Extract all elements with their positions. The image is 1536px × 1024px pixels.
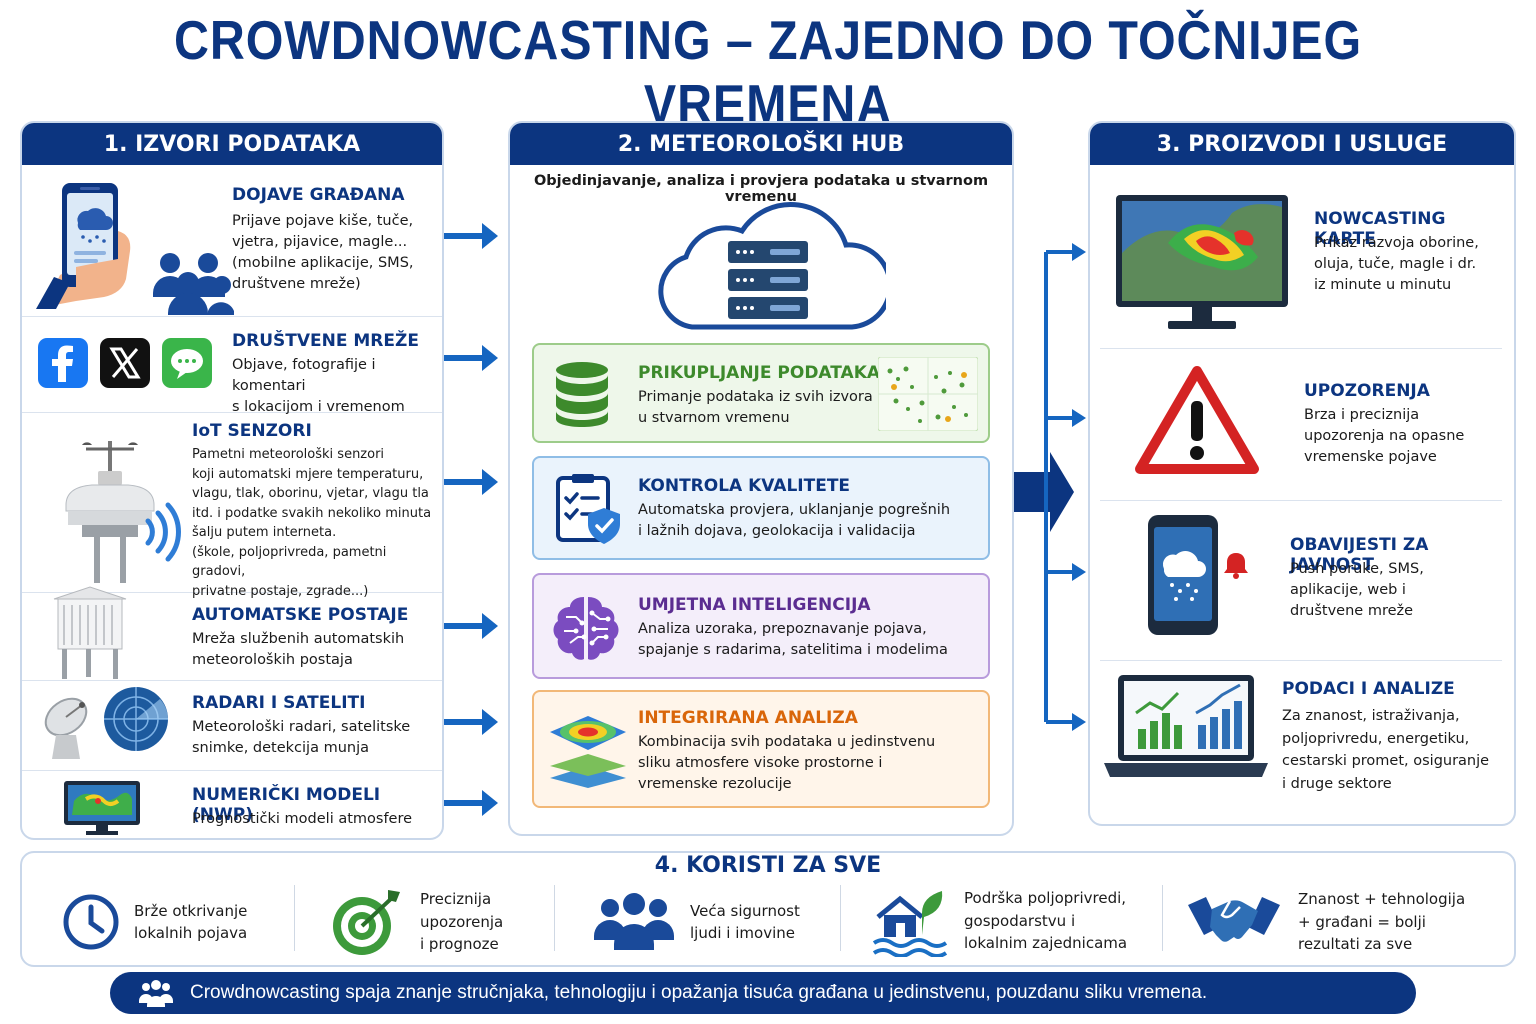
source-radars-satellites: RADARI I SATELITI Meteorološki radari, s… — [22, 681, 442, 771]
product-data-analysis: PODACI I ANALIZE Za znanost, istraživanj… — [1100, 661, 1502, 824]
warning-triangle-icon — [1135, 366, 1259, 474]
source-title: NUMERIČKI MODELI (NWP) — [192, 785, 381, 825]
product-title: UPOZORENJA — [1304, 381, 1430, 401]
hub-header: 2. METEOROLOŠKI HUB — [510, 123, 1012, 165]
sources-panel: 1. IZVORI PODATAKA DOJAVE GRAĐANA Prij — [20, 121, 444, 840]
database-icon — [556, 362, 608, 427]
summary-banner: Crowdnowcasting spaja znanje stručnjaka,… — [110, 972, 1416, 1014]
divider — [1162, 885, 1163, 951]
source-title: AUTOMATSKE POSTAJE — [192, 605, 409, 625]
hub-card-ai: UMJETNA INTELIGENCIJA Analiza uzoraka, p… — [532, 573, 990, 679]
source-social-networks: DRUŠTVENE MREŽE Objave, fotografije i ko… — [22, 317, 442, 415]
source-title: DRUŠTVENE MREŽE — [232, 331, 419, 351]
source-iot-sensors: IoT SENZORI Pametni meteorološki senzori… — [22, 413, 442, 599]
divider — [294, 885, 295, 951]
ai-brain-icon — [553, 597, 619, 660]
target-icon — [333, 890, 400, 955]
phone-in-hand-icon — [36, 183, 131, 309]
community-icon — [139, 980, 173, 1007]
people-icon — [594, 893, 674, 950]
card-title: UMJETNA INTELIGENCIJA — [638, 595, 871, 615]
banner-text: Crowdnowcasting spaja znanje stručnjaka,… — [190, 982, 1208, 1003]
products-panel: 3. PROIZVODI I USLUGE NOWCASTING KARTE P… — [1088, 121, 1516, 826]
source-citizen-reports: DOJAVE GRAĐANA Prijave pojave kiše, tuče… — [22, 165, 442, 317]
scatter-map-icon — [878, 357, 978, 431]
people-group-icon — [153, 253, 234, 315]
source-nwp-models: NUMERIČKI MODELI (NWP) Prognostički mode… — [22, 771, 442, 838]
page-title: CROWDNOWCASTING – ZAJEDNO DO TOČNIJEG VR… — [174, 9, 1362, 135]
divider — [840, 885, 841, 951]
stevenson-screen-icon — [53, 586, 127, 679]
products-header: 3. PROIZVODI I USLUGE — [1090, 123, 1514, 165]
source-title: IoT SENZORI — [192, 421, 312, 441]
source-automatic-stations: AUTOMATSKE POSTAJE Mreža službenih autom… — [22, 586, 442, 681]
hub-card-collection: PRIKUPLJANJE PODATAKA Primanje podataka … — [532, 343, 990, 443]
product-nowcasting-maps: NOWCASTING KARTE Prikaz razvoja oborine,… — [1100, 169, 1502, 349]
satellite-dish-icon — [44, 697, 88, 759]
clock-icon — [63, 894, 119, 950]
hub-card-integrated: INTEGRIRANA ANALIZA Kombinacija svih pod… — [532, 690, 990, 808]
flow-arrows-right — [1014, 243, 1086, 731]
cloud-server-icon — [658, 202, 886, 330]
radar-map-monitor-icon — [1116, 195, 1288, 329]
source-desc: Prijave pojave kiše, tuče,vjetra, pijavi… — [232, 213, 414, 292]
source-desc: Prognostički modeli atmosfere — [192, 811, 413, 827]
hub-card-quality: KONTROLA KVALITETE Automatska provjera, … — [532, 456, 990, 560]
card-title: INTEGRIRANA ANALIZA — [638, 708, 858, 728]
source-title: DOJAVE GRAĐANA — [232, 185, 405, 205]
product-title: PODACI I ANALIZE — [1282, 679, 1455, 699]
card-title: PRIKUPLJANJE PODATAKA — [638, 363, 881, 383]
product-public-notifications: OBAVIJESTI ZA JAVNOST Push poruke, SMS,a… — [1100, 501, 1502, 661]
layers-heatmap-icon — [550, 716, 626, 788]
product-title: OBAVIJESTI ZA JAVNOST — [1290, 535, 1429, 575]
model-monitor-icon — [64, 781, 140, 835]
product-title: NOWCASTING KARTE — [1314, 209, 1446, 249]
facebook-icon — [38, 338, 88, 388]
chat-icon — [162, 338, 212, 388]
product-desc: Prikaz razvoja oborine,oluja, tuče, magl… — [1314, 235, 1479, 293]
flow-arrows-left — [444, 223, 498, 816]
card-desc: Automatska provjera, uklanjanje pogrešni… — [638, 502, 951, 539]
product-desc: Za znanost, istraživanja,poljoprivredu, … — [1282, 708, 1490, 792]
handshake-icon — [1188, 897, 1280, 942]
divider — [554, 885, 555, 951]
phone-alert-icon — [1148, 515, 1252, 635]
sources-header: 1. IZVORI PODATAKA — [22, 123, 442, 165]
source-title: RADARI I SATELITI — [192, 693, 366, 713]
card-title: KONTROLA KVALITETE — [638, 476, 851, 496]
hub-panel: 2. METEOROLOŠKI HUB Objedinjavanje, anal… — [508, 121, 1014, 836]
checklist-shield-icon — [556, 474, 620, 544]
radar-icon — [104, 687, 168, 751]
house-plant-icon — [872, 891, 948, 957]
laptop-charts-icon — [1104, 675, 1268, 777]
weather-station-icon — [65, 441, 181, 583]
card-desc: Analiza uzoraka, prepoznavanje pojava,sp… — [638, 621, 948, 658]
hub-subtitle: Objedinjavanje, analiza i provjera podat… — [533, 173, 989, 205]
benefits-header: 4. KORISTI ZA SVE — [654, 853, 882, 878]
x-icon — [100, 338, 150, 388]
